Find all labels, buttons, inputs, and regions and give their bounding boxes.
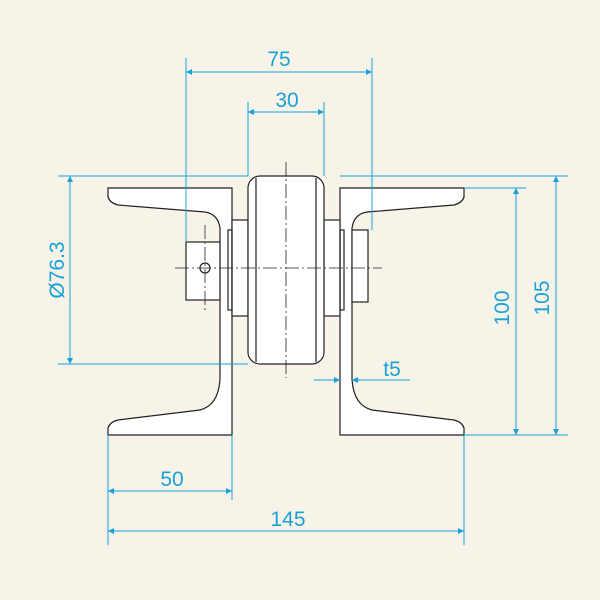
dim-width-75: 75 — [267, 48, 290, 71]
dim-height-100: 100 — [491, 290, 514, 325]
part-geometry — [107, 162, 465, 436]
dim-overall-145: 145 — [270, 508, 305, 531]
left-bracket — [107, 187, 233, 436]
dim-height-105: 105 — [531, 280, 554, 315]
bushing-left-inner — [227, 229, 233, 311]
dim-diameter: Ø76.3 — [46, 241, 69, 298]
dim-flange-50: 50 — [160, 468, 183, 491]
wheel — [247, 175, 325, 365]
dim-width-30: 30 — [275, 89, 298, 112]
axle-plate — [185, 241, 221, 301]
right-bracket — [339, 187, 465, 436]
bolt-head — [351, 229, 369, 303]
bushing-right-inner — [339, 229, 345, 311]
dim-thickness: t5 — [383, 358, 401, 381]
dimensions: 75 30 Ø76.3 105 100 t5 50 145 — [46, 48, 568, 545]
